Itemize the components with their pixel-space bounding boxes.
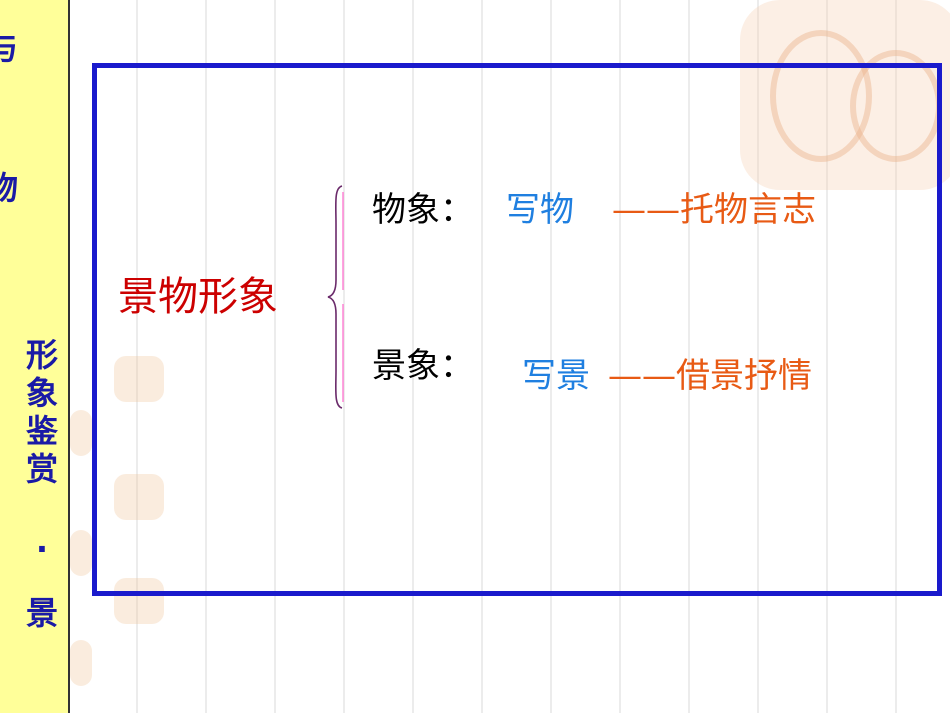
row-label-jingxiang: 景象： <box>372 346 474 386</box>
row-term-xiewu: 写物 <box>506 190 574 230</box>
sidebar-top-char: 物 <box>0 170 18 206</box>
row-meaning-jiejing: ——借景抒情 <box>608 356 812 396</box>
sidebar-vertical-title: 形象鉴赏 <box>25 336 58 488</box>
sidebar-bottom-char: 景 <box>25 594 58 632</box>
content-frame <box>92 63 942 596</box>
row-label-wuxiang: 物象： <box>372 190 474 230</box>
small-seal-icon <box>70 530 92 576</box>
row-meaning-tuowu: ——托物言志 <box>612 190 816 230</box>
small-seal-icon <box>114 356 164 402</box>
main-title: 景物形象 <box>118 274 278 320</box>
small-seal-icon <box>114 578 164 624</box>
curly-brace-icon <box>327 185 344 409</box>
auspicious-seal-icon <box>740 0 950 190</box>
small-seal-icon <box>70 640 92 686</box>
sidebar-separator: · <box>35 530 49 568</box>
small-seal-icon <box>70 410 92 456</box>
sidebar-top-char: 与 <box>0 30 18 66</box>
small-seal-icon <box>114 474 164 520</box>
row-term-xiejing: 写景 <box>522 356 590 396</box>
sidebar: 与 物 形象鉴赏 · 景 <box>0 0 70 713</box>
